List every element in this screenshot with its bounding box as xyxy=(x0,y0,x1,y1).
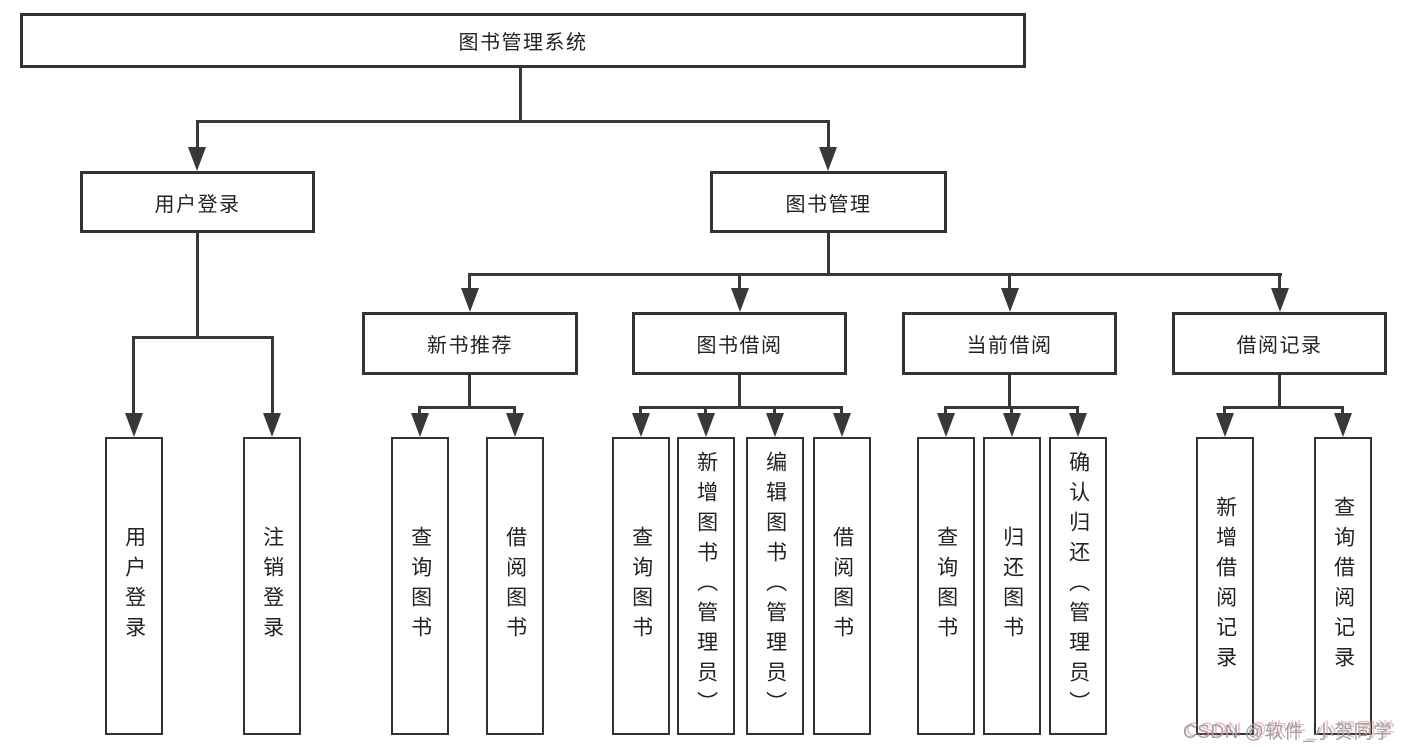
edge-line xyxy=(1008,375,1011,406)
edge-line xyxy=(738,375,741,406)
arrow-down-icon xyxy=(506,413,524,437)
edge-line xyxy=(196,233,199,336)
leaf-add-books-admin: 新增图书（管理员） xyxy=(677,437,735,735)
leaf-query-books-borrow-label: 查询图书 xyxy=(629,526,653,646)
edge-line xyxy=(1010,406,1013,415)
leaf-user-login: 用户登录 xyxy=(105,437,163,735)
edge-line xyxy=(1225,406,1344,409)
edge-line xyxy=(641,406,843,409)
arrow-down-icon xyxy=(125,413,143,437)
edge-line xyxy=(469,273,1282,276)
node-borrow-records: 借阅记录 xyxy=(1172,312,1387,375)
watermark: CSDN @软件_小贺同学 xyxy=(1183,717,1392,744)
leaf-borrow-books-newbooks: 借阅图书 xyxy=(486,437,544,735)
leaf-add-borrow-record-label: 新增借阅记录 xyxy=(1213,496,1237,676)
leaf-logout-login: 注销登录 xyxy=(243,437,301,735)
leaf-return-books-label: 归还图书 xyxy=(1000,526,1024,646)
arrow-down-icon xyxy=(1271,288,1289,312)
leaf-user-login-label: 用户登录 xyxy=(122,526,146,646)
arrow-down-icon xyxy=(632,413,650,437)
edge-line xyxy=(468,375,471,406)
edge-line xyxy=(468,273,471,291)
leaf-confirm-return-admin: 确认归还（管理员） xyxy=(1049,437,1107,735)
node-new-book-recommend: 新书推荐 xyxy=(362,312,578,375)
arrow-down-icon xyxy=(937,413,955,437)
leaf-query-books-newbooks-label: 查询图书 xyxy=(408,526,432,646)
edge-line xyxy=(420,406,516,409)
node-book-management: 图书管理 xyxy=(710,171,947,233)
arrow-down-icon xyxy=(461,288,479,312)
edge-line xyxy=(1341,406,1344,415)
leaf-query-books-current: 查询图书 xyxy=(917,437,975,735)
node-new-book-recommend-label: 新书推荐 xyxy=(427,335,513,357)
edge-line xyxy=(827,120,830,152)
arrow-down-icon xyxy=(411,413,429,437)
arrow-down-icon xyxy=(1001,288,1019,312)
leaf-add-books-admin-label: 新增图书（管理员） xyxy=(694,451,718,721)
leaf-query-books-current-label: 查询图书 xyxy=(934,526,958,646)
edge-line xyxy=(1278,375,1281,406)
arrow-down-icon xyxy=(766,413,784,437)
node-borrow-records-label: 借阅记录 xyxy=(1236,335,1323,357)
node-user-login: 用户登录 xyxy=(80,171,315,233)
edge-line xyxy=(196,120,830,123)
leaf-edit-books-admin-label: 编辑图书（管理员） xyxy=(763,451,787,721)
edge-line xyxy=(132,336,135,414)
arrow-down-icon xyxy=(833,413,851,437)
arrow-down-icon xyxy=(731,288,749,312)
leaf-borrow-books-borrow: 借阅图书 xyxy=(813,437,871,735)
edge-line xyxy=(944,406,947,415)
watermark-text: CSDN @软件_小贺同学 xyxy=(1183,722,1393,743)
leaf-return-books: 归还图书 xyxy=(983,437,1041,735)
arrow-down-icon xyxy=(1216,413,1234,437)
edge-line xyxy=(827,233,830,273)
arrow-down-icon xyxy=(1069,413,1087,437)
edge-line xyxy=(773,406,776,415)
edge-line xyxy=(704,406,707,415)
leaf-query-books-newbooks: 查询图书 xyxy=(391,437,449,735)
edge-line xyxy=(840,406,843,415)
leaf-add-borrow-record: 新增借阅记录 xyxy=(1196,437,1254,735)
leaf-query-books-borrow: 查询图书 xyxy=(612,437,670,735)
leaf-borrow-books-newbooks-label: 借阅图书 xyxy=(503,526,527,646)
arrow-down-icon xyxy=(819,147,837,171)
node-book-management-label: 图书管理 xyxy=(785,193,872,216)
node-current-borrow: 当前借阅 xyxy=(902,312,1117,375)
edge-line xyxy=(1223,406,1226,415)
leaf-confirm-return-admin-label: 确认归还（管理员） xyxy=(1066,451,1090,721)
node-root-label: 图书管理系统 xyxy=(458,32,588,54)
edge-line xyxy=(738,273,741,291)
leaf-query-borrow-record-label: 查询借阅记录 xyxy=(1331,496,1355,676)
node-book-borrow: 图书借阅 xyxy=(632,312,847,375)
edge-line xyxy=(639,406,642,415)
edge-line xyxy=(1278,273,1281,291)
edge-line xyxy=(1076,406,1079,415)
node-root: 图书管理系统 xyxy=(20,13,1026,68)
leaf-query-borrow-record: 查询借阅记录 xyxy=(1314,437,1372,735)
arrow-down-icon xyxy=(188,147,206,171)
leaf-edit-books-admin: 编辑图书（管理员） xyxy=(746,437,804,735)
edge-line xyxy=(271,336,274,414)
leaf-logout-login-label: 注销登录 xyxy=(260,526,284,646)
node-book-borrow-label: 图书借阅 xyxy=(696,335,783,357)
edge-line xyxy=(513,406,516,415)
edge-line xyxy=(133,336,274,339)
node-current-borrow-label: 当前借阅 xyxy=(966,335,1053,357)
node-user-login-label: 用户登录 xyxy=(154,193,241,216)
arrow-down-icon xyxy=(1003,413,1021,437)
arrow-down-icon xyxy=(1334,413,1352,437)
arrow-down-icon xyxy=(263,413,281,437)
edge-line xyxy=(519,68,522,120)
edge-line xyxy=(418,406,421,415)
edge-line xyxy=(196,120,199,152)
leaf-borrow-books-borrow-label: 借阅图书 xyxy=(830,526,854,646)
edge-line xyxy=(1008,273,1011,291)
arrow-down-icon xyxy=(697,413,715,437)
